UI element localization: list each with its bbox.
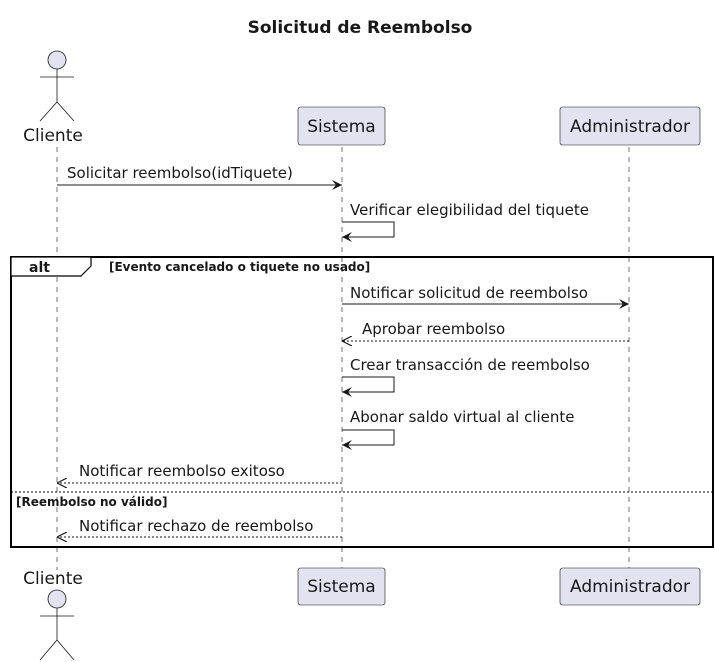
message-aprobar-reembolso: Aprobar reembolso	[342, 320, 629, 341]
alt-frame: alt [Evento cancelado o tiquete no usado…	[10, 256, 714, 548]
diagram-title: Solicitud de Reembolso	[248, 18, 473, 38]
alt-guard-2: [Reembolso no válido]	[16, 495, 167, 509]
message-verificar-elegibilidad: Verificar elegibilidad del tiquete	[342, 201, 589, 242]
participant-label-cliente: Cliente	[23, 126, 83, 146]
participant-label-administrador: Administrador	[570, 577, 690, 597]
message-label: Aprobar reembolso	[362, 320, 505, 338]
actor-cliente-top: Cliente	[23, 50, 83, 146]
message-crear-transaccion: Crear transacción de reembolso	[342, 356, 590, 397]
message-notificar-exitoso: Notificar reembolso exitoso	[57, 462, 342, 483]
message-notificar-solicitud: Notificar solicitud de reembolso	[342, 284, 629, 309]
message-label: Solicitar reembolso(idTiquete)	[67, 164, 293, 182]
message-label: Notificar rechazo de reembolso	[79, 517, 313, 535]
message-abonar-saldo: Abonar saldo virtual al cliente	[342, 408, 575, 450]
message-label: Crear transacción de reembolso	[350, 356, 590, 374]
participant-label-administrador: Administrador	[570, 117, 690, 137]
message-notificar-rechazo: Notificar rechazo de reembolso	[57, 517, 342, 537]
participant-label-cliente: Cliente	[23, 569, 83, 589]
message-label: Notificar solicitud de reembolso	[350, 284, 588, 302]
participant-administrador-top: Administrador	[559, 106, 701, 146]
message-label: Notificar reembolso exitoso	[79, 462, 285, 480]
actor-cliente-bottom: Cliente	[23, 569, 83, 661]
actor-head-icon	[47, 589, 67, 609]
alt-keyword: alt	[29, 260, 50, 276]
participant-sistema-bottom: Sistema	[297, 567, 386, 606]
message-label: Verificar elegibilidad del tiquete	[350, 201, 589, 219]
participant-label-sistema: Sistema	[307, 577, 375, 597]
message-label: Abonar saldo virtual al cliente	[350, 408, 575, 426]
alt-guard-1: [Evento cancelado o tiquete no usado]	[109, 260, 370, 274]
alt-frame-tab	[10, 256, 92, 277]
participant-administrador-bottom: Administrador	[559, 567, 701, 606]
participant-label-sistema: Sistema	[307, 117, 375, 137]
message-solicitar-reembolso: Solicitar reembolso(idTiquete)	[57, 164, 342, 190]
actor-head-icon	[47, 50, 67, 70]
participant-sistema-top: Sistema	[297, 106, 386, 146]
